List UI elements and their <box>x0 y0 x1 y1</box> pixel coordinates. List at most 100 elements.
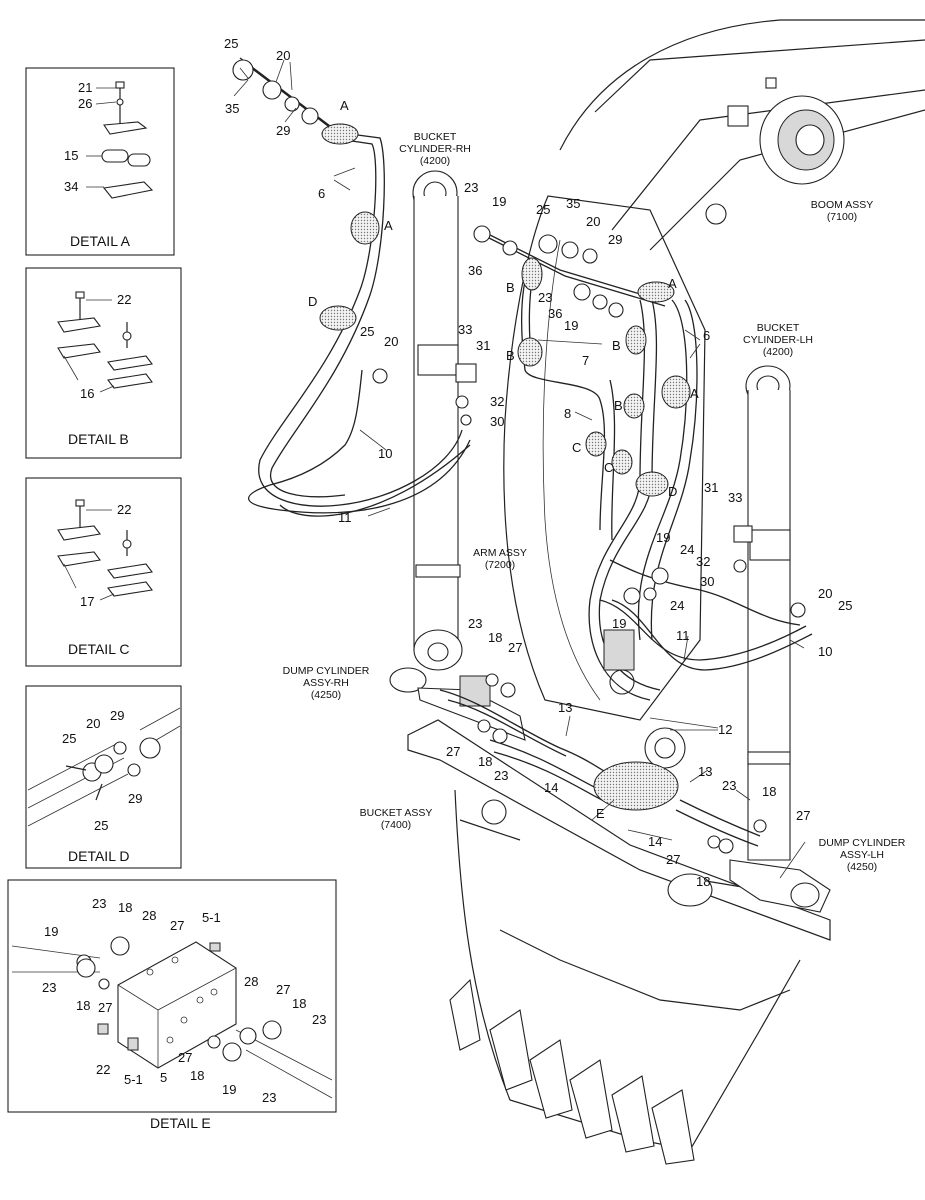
arm-assembly <box>503 195 706 769</box>
bucket-cyl-rh-line1: BUCKET <box>414 131 457 143</box>
detail-a-label-15: 15 <box>64 148 78 163</box>
callout-27-d: 27 <box>666 852 680 867</box>
detail-c-title: DETAIL C <box>68 641 129 657</box>
callout-20-c: 20 <box>818 586 832 601</box>
hose-group-right <box>599 525 813 671</box>
callouts-bottom: 23 18 27 13 12 27 18 23 14 13 E 23 18 27… <box>446 616 810 889</box>
leader-lines <box>233 59 806 879</box>
callout-29-a: 29 <box>608 232 622 247</box>
callout-13-a: 13 <box>558 700 572 715</box>
callout-a-2: A <box>384 218 393 233</box>
callout-31-a: 31 <box>476 338 490 353</box>
callout-b-4: B <box>614 398 623 413</box>
callout-33-b: 33 <box>728 490 742 505</box>
callout-27-a: 27 <box>508 640 522 655</box>
callouts-center: 23 19 36 25 35 20 29 A B 23 36 19 B 7 6 … <box>360 180 710 499</box>
bucket-line2: (7400) <box>381 819 411 831</box>
callout-36-b: 36 <box>548 306 562 321</box>
callouts-right: 31 33 19 24 32 30 24 19 20 25 10 11 <box>612 480 852 659</box>
callout-23-b: 23 <box>538 290 552 305</box>
bucket-cyl-lh-line2: CYLINDER-LH <box>743 334 813 346</box>
callout-19-b: 19 <box>564 318 578 333</box>
callout-24-a: 24 <box>680 542 694 557</box>
callout-c-1: C <box>572 440 581 455</box>
bucket-cyl-lh-line1: BUCKET <box>757 322 800 334</box>
detail-e-label-23-d: 23 <box>262 1090 276 1105</box>
callout-32-a: 32 <box>490 394 504 409</box>
detail-a-label-26: 26 <box>78 96 92 111</box>
detail-d-label-29-top: 29 <box>110 708 124 723</box>
callout-31-b: 31 <box>704 480 718 495</box>
callout-33-a: 33 <box>458 322 472 337</box>
hose-group-left <box>232 57 477 517</box>
callout-14-a: 14 <box>544 780 558 795</box>
callout-20-a: 20 <box>586 214 600 229</box>
detail-e-panel: 23 18 28 27 5-1 19 23 18 27 28 27 18 23 … <box>7 879 337 1131</box>
detail-c-label-17: 17 <box>80 594 94 609</box>
callout-30-b: 30 <box>700 574 714 589</box>
detail-d-title: DETAIL D <box>68 848 129 864</box>
callout-d-2: D <box>668 484 677 499</box>
boom-line2: (7100) <box>827 211 857 223</box>
callout-7: 7 <box>582 353 589 368</box>
detail-b-label-22: 22 <box>117 292 131 307</box>
detail-e-label-19-a: 19 <box>44 924 58 939</box>
bucket-line1: BUCKET ASSY <box>360 807 433 819</box>
detail-d-label-25-bottom: 25 <box>94 818 108 833</box>
callout-19-c: 19 <box>656 530 670 545</box>
boom-line1: BOOM ASSY <box>811 199 873 211</box>
detail-e-label-18-c: 18 <box>292 996 306 1011</box>
callout-18-d: 18 <box>696 874 710 889</box>
callout-b-1: B <box>506 280 515 295</box>
callout-27-b: 27 <box>446 744 460 759</box>
callout-19-a: 19 <box>492 194 506 209</box>
detail-e-label-18-a: 18 <box>118 900 132 915</box>
callout-10: 10 <box>378 446 392 461</box>
detail-e-label-5-1-a: 5-1 <box>202 910 221 925</box>
callout-b-2: B <box>506 348 515 363</box>
callout-18-a: 18 <box>488 630 502 645</box>
detail-d-label-20: 20 <box>86 716 100 731</box>
detail-a-label-21: 21 <box>78 80 92 95</box>
detail-a-label-34: 34 <box>64 179 78 194</box>
detail-d-label-29-bottom: 29 <box>128 791 142 806</box>
callout-a-1: A <box>340 98 349 113</box>
dump-cyl-rh-line3: (4250) <box>311 689 341 701</box>
callout-25-a: 25 <box>536 202 550 217</box>
callout-23-d: 23 <box>494 768 508 783</box>
detail-a-panel: 21 26 15 34 DETAIL A <box>25 67 175 256</box>
detail-e-label-27-d: 27 <box>178 1050 192 1065</box>
detail-e-label-19-b: 19 <box>222 1082 236 1097</box>
dump-cyl-lh-line3: (4250) <box>847 861 877 873</box>
detail-e-label-5-1-b: 5-1 <box>124 1072 143 1087</box>
boom-assembly <box>559 19 925 251</box>
callout-c-2: C <box>604 460 613 475</box>
detail-e-label-5: 5 <box>160 1070 167 1085</box>
detail-e-label-22: 22 <box>96 1062 110 1077</box>
bucket-assembly <box>407 719 831 1165</box>
detail-e-label-28-a: 28 <box>142 908 156 923</box>
detail-c-panel: 22 17 DETAIL C <box>25 477 182 667</box>
callout-20-b: 20 <box>384 334 398 349</box>
callout-35-a: 35 <box>566 196 580 211</box>
callout-b-3: B <box>612 338 621 353</box>
callout-11: 11 <box>338 510 352 525</box>
callout-20: 20 <box>276 48 290 63</box>
callout-6-b: 6 <box>703 328 710 343</box>
callout-36-a: 36 <box>468 263 482 278</box>
detail-d-panel: 25 20 29 29 25 DETAIL D <box>25 685 182 869</box>
detail-a-title: DETAIL A <box>70 233 131 249</box>
detail-e-label-27-b: 27 <box>98 1000 112 1015</box>
dump-cyl-lh-line1: DUMP CYLINDER <box>819 837 906 849</box>
detail-b-panel: 22 16 DETAIL B <box>25 267 182 459</box>
callout-18-b: 18 <box>478 754 492 769</box>
bucket-cylinder-lh <box>745 365 791 861</box>
detail-e-label-23-a: 23 <box>92 896 106 911</box>
callout-32-b: 32 <box>696 554 710 569</box>
hose-group-center <box>473 225 698 701</box>
arm-line2: (7200) <box>485 559 515 571</box>
bucket-cyl-lh-line3: (4200) <box>763 346 793 358</box>
callout-23-a: 23 <box>464 180 478 195</box>
detail-e-title: DETAIL E <box>150 1115 211 1131</box>
